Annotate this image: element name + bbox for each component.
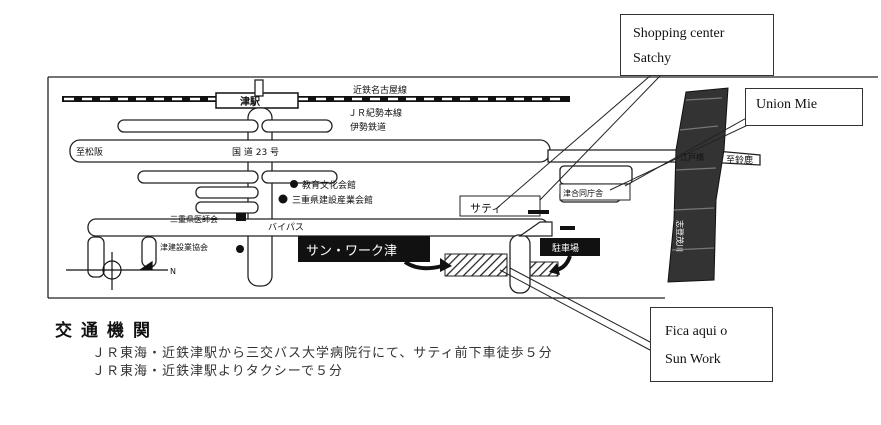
bridge-label: 江戸橋 — [680, 152, 704, 162]
map-frame — [47, 76, 878, 299]
ise-railway-label: 伊勢鉄道 — [350, 121, 386, 133]
railway-kintetsu-label: 近鉄名古屋線 — [353, 84, 407, 96]
roads — [69, 79, 761, 294]
culture-hall-dot — [290, 180, 298, 188]
construction-assoc-dot — [278, 194, 288, 204]
tsu-construction-dot — [236, 245, 244, 253]
sunwork-arrow — [403, 260, 443, 271]
sunwork-label: サン・ワーク津 — [306, 244, 397, 259]
bypass-label: バイパス — [268, 222, 304, 233]
medical-assoc-label: 三重県医師会 — [170, 214, 218, 224]
access-title: 交通機関 — [55, 321, 159, 341]
compass-icon — [66, 252, 168, 290]
parking-label: 駐車場 — [552, 242, 579, 254]
access-line-taxi: ＪＲ東海・近鉄津駅よりタクシーで５分 — [92, 364, 343, 379]
callout-fica-line1: Fica aqui o — [665, 324, 728, 339]
tsu-construction-label: 津建設業協会 — [160, 242, 208, 252]
river-texture — [671, 97, 723, 251]
joint-office-building — [559, 183, 631, 201]
callout-satchy-line1: Shopping center — [633, 26, 725, 41]
callout-shopping-center: Shopping center Satchy — [620, 14, 774, 76]
callout-satchy-line2: Satchy — [633, 51, 672, 66]
north-label: N — [170, 267, 176, 276]
sunwork-label-box — [298, 236, 430, 262]
callout-fica-line2: Sun Work — [665, 352, 721, 367]
callout-union-text: Union Mie — [756, 97, 818, 112]
medical-assoc-marker — [236, 213, 246, 221]
joint-office-label: 津合同庁舎 — [563, 188, 603, 198]
route23-label: 国 道 23 号 — [232, 146, 279, 158]
culture-hall-label: 教育文化会館 — [302, 179, 356, 191]
river — [667, 87, 729, 283]
jr-kisei-label: ＪＲ紀勢本線 — [348, 107, 402, 119]
sunwork-building — [444, 253, 508, 277]
access-line-bus: ＪＲ東海・近鉄津駅から三交バス大学病院行にて、サティ前下車徒歩５分 — [92, 346, 553, 361]
construction-assoc-label: 三重県建設産業会館 — [292, 194, 373, 206]
satchy-map-label: サティ — [470, 202, 502, 215]
to-suzuka-label: 至鈴鹿 — [726, 154, 753, 166]
callout-leaders — [496, 75, 751, 351]
to-matsusaka-label: 至松阪 — [76, 146, 103, 158]
station-label: 津駅 — [240, 95, 261, 108]
callout-union-mie: Union Mie — [745, 88, 863, 126]
callout-sun-work: Fica aqui o Sun Work — [650, 307, 773, 382]
parking-label-box — [540, 238, 600, 256]
river-label: 志登茂川 — [675, 220, 685, 252]
connector-road — [518, 221, 553, 237]
